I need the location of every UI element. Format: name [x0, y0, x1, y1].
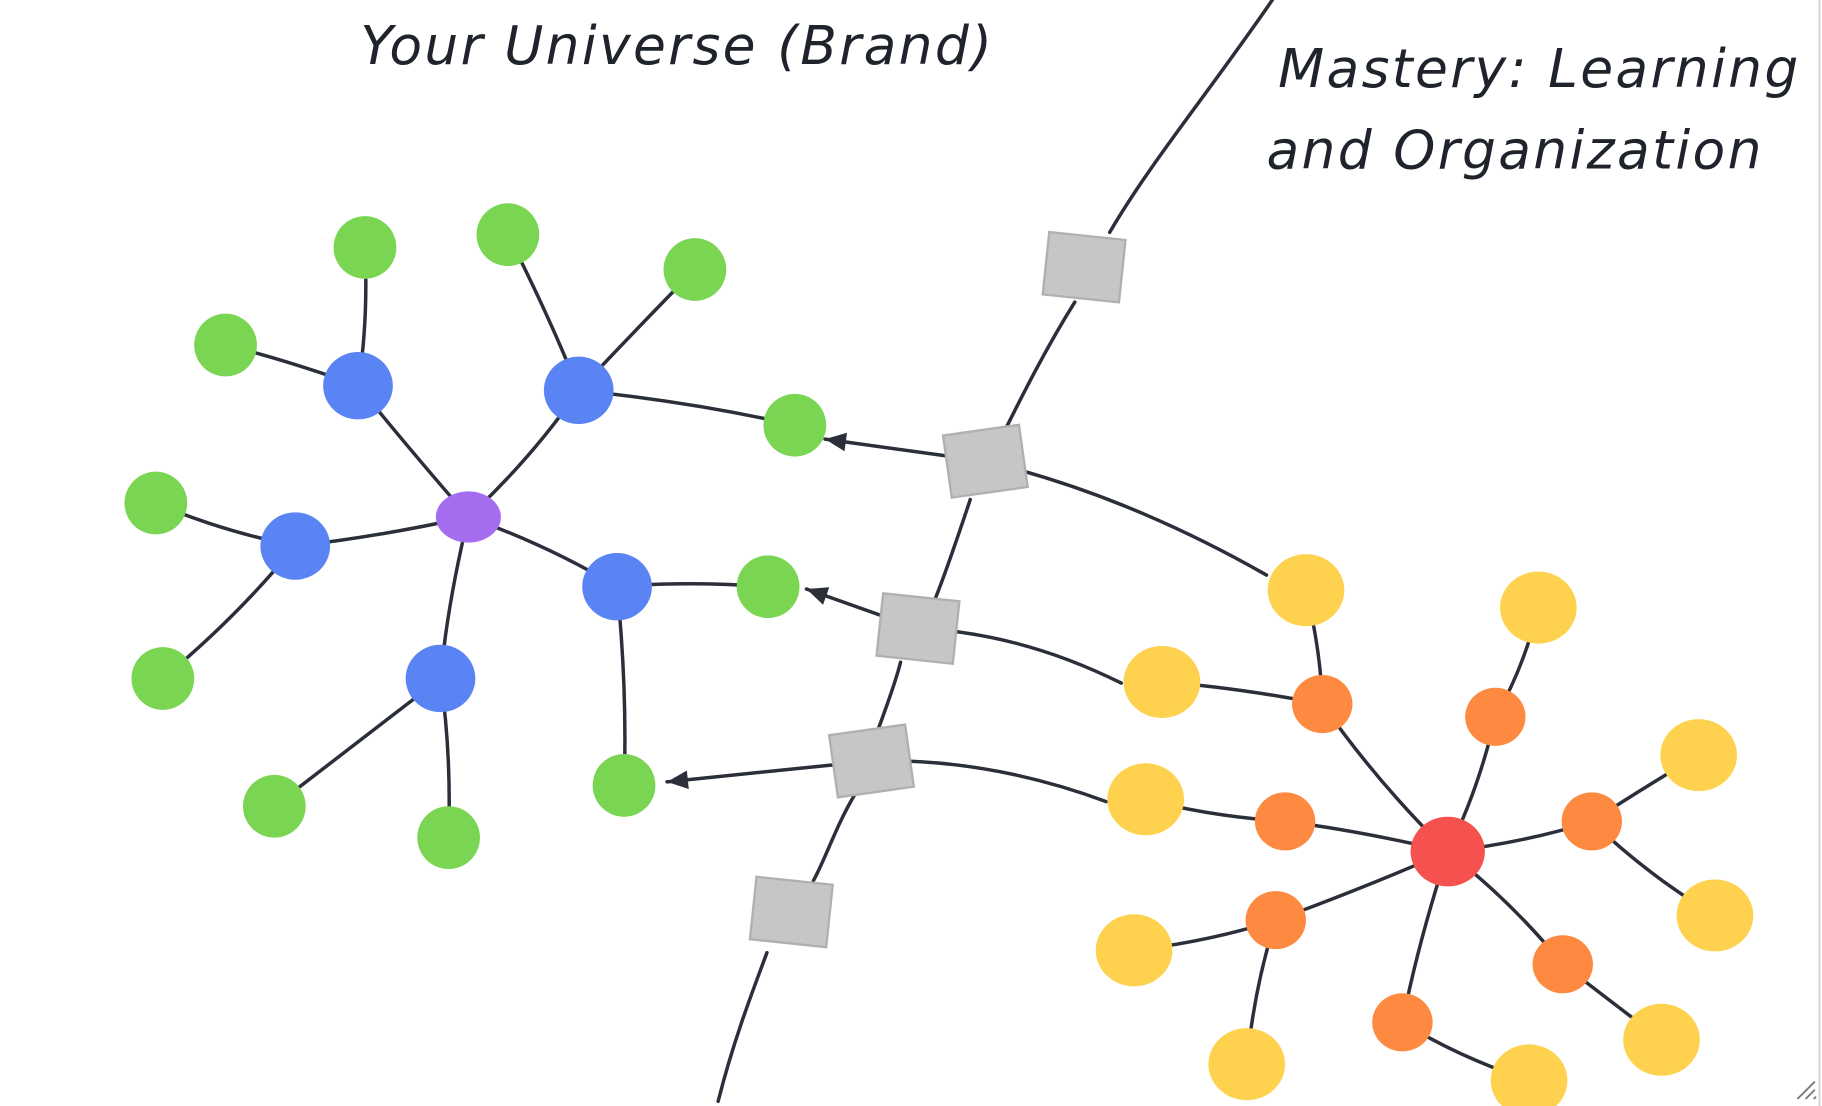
yellow-node[interactable]: [1267, 554, 1345, 627]
orange-node[interactable]: [1465, 687, 1526, 746]
green-node[interactable]: [131, 647, 195, 710]
purple-node[interactable]: [435, 491, 501, 543]
green-node[interactable]: [417, 806, 480, 869]
red-node[interactable]: [1410, 816, 1485, 887]
orange-node[interactable]: [1292, 674, 1353, 734]
blue-node[interactable]: [323, 352, 393, 420]
green-node[interactable]: [124, 471, 188, 535]
cross-link-line: [823, 437, 1269, 577]
bridge-block: [1041, 230, 1127, 304]
orange-node[interactable]: [1245, 891, 1306, 950]
arrowhead-icon: [806, 587, 830, 605]
right-title-line2: and Organization: [1267, 118, 1764, 181]
yellow-node[interactable]: [1095, 914, 1173, 987]
yellow-node[interactable]: [1208, 1028, 1286, 1101]
bridge-block: [875, 592, 961, 665]
arrowhead-icon: [667, 770, 689, 789]
orange-node[interactable]: [1561, 792, 1622, 851]
orange-node[interactable]: [1372, 993, 1433, 1052]
cross-link-line: [804, 587, 1124, 685]
yellow-node[interactable]: [1676, 879, 1754, 952]
bridge-block: [748, 875, 835, 949]
yellow-node[interactable]: [1623, 1003, 1700, 1076]
orange-node[interactable]: [1532, 935, 1593, 994]
bridge-block: [827, 723, 916, 799]
yellow-node[interactable]: [1123, 645, 1201, 718]
green-node[interactable]: [592, 753, 656, 817]
green-node[interactable]: [663, 238, 727, 301]
arrowhead-icon: [825, 432, 848, 452]
green-node[interactable]: [476, 203, 540, 267]
green-node[interactable]: [763, 393, 827, 457]
yellow-node[interactable]: [1490, 1044, 1568, 1106]
green-node[interactable]: [194, 313, 257, 377]
blue-node[interactable]: [260, 512, 331, 580]
blue-node[interactable]: [543, 356, 614, 425]
yellow-node[interactable]: [1660, 719, 1738, 792]
green-node[interactable]: [736, 555, 800, 619]
resize-handle-icon[interactable]: [1796, 1080, 1817, 1100]
blue-node[interactable]: [405, 644, 476, 713]
divider-line: [716, 0, 1275, 1104]
green-node[interactable]: [333, 216, 397, 279]
left-title: Your Universe (Brand): [360, 14, 994, 77]
green-node[interactable]: [242, 774, 306, 838]
yellow-node[interactable]: [1107, 763, 1185, 836]
right-title-line1: Mastery: Learning: [1278, 37, 1800, 100]
yellow-node[interactable]: [1500, 571, 1577, 644]
orange-node[interactable]: [1254, 792, 1316, 851]
bridge-block: [941, 423, 1029, 499]
blue-node[interactable]: [582, 553, 652, 621]
